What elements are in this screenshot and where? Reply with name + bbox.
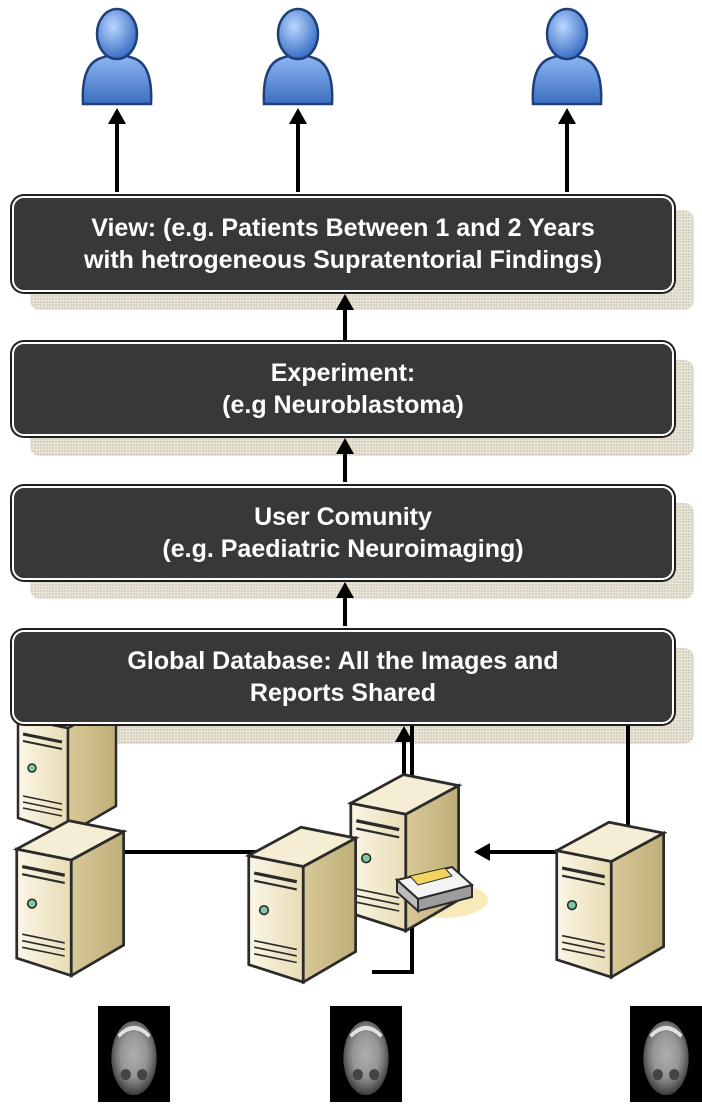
view-box-line1: View: (e.g. Patients Between 1 and 2 Yea… (91, 214, 595, 242)
arrowhead-right-connector (474, 843, 490, 861)
arrowhead-user-right (558, 108, 576, 124)
view-box-line2: with hetrogeneous Supratentorial Finding… (83, 246, 603, 274)
server-icon-central (349, 772, 461, 933)
experiment-box: Experiment: (e.g Neuroblastoma) (12, 342, 674, 436)
arrowhead-user-left (108, 108, 126, 124)
brain-scan-icon-left (98, 1006, 170, 1102)
experiment-box-line2: (e.g Neuroblastoma) (222, 391, 464, 419)
experiment-box-line1: Experiment: (270, 359, 416, 387)
drive-icon (394, 865, 475, 914)
arrowhead-view (336, 294, 354, 310)
arrowhead-experiment (336, 438, 354, 454)
user-icon-middle (262, 7, 334, 106)
arrowhead-user-middle (289, 108, 307, 124)
user-icon-left (81, 7, 153, 106)
database-box-line1: Global Database: All the Images and (127, 647, 559, 675)
user-icon-right (531, 7, 603, 106)
database-box: Global Database: All the Images and Repo… (12, 630, 674, 724)
community-box: User Comunity (e.g. Paediatric Neuroimag… (12, 486, 674, 580)
community-box-line1: User Comunity (254, 503, 432, 531)
brain-scan-icon-middle (330, 1006, 402, 1102)
brain-scan-icon-right (630, 1006, 702, 1102)
view-box: View: (e.g. Patients Between 1 and 2 Yea… (12, 196, 674, 292)
community-box-line2: (e.g. Paediatric Neuroimaging) (162, 535, 524, 563)
arrowhead-community (336, 582, 354, 598)
arrowhead-database (395, 726, 413, 742)
database-box-line2: Reports Shared (249, 679, 437, 707)
